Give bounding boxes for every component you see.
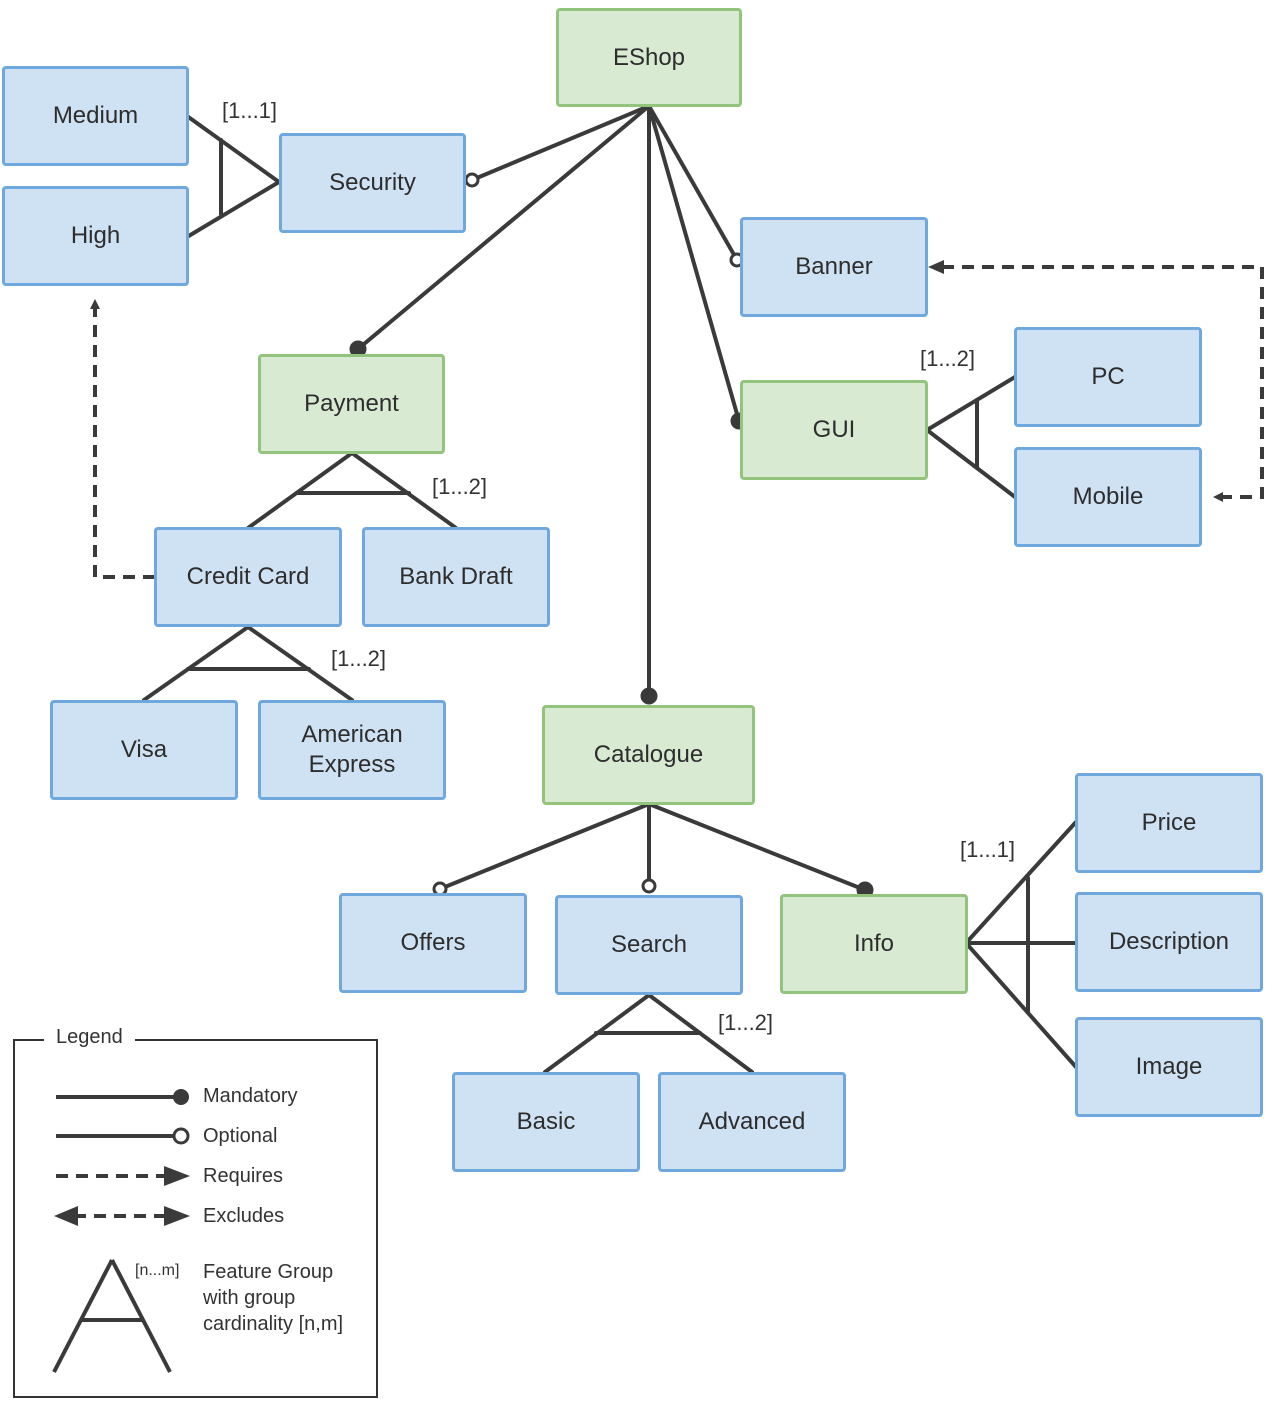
feature-gui: GUI [740, 380, 928, 480]
feature-credit-card: Credit Card [154, 527, 342, 627]
feature-medium: Medium [2, 66, 189, 166]
legend-excludes-arrow [164, 1206, 190, 1226]
edge-catalogue-info [647, 802, 867, 892]
legend-requires-arrow [164, 1166, 190, 1186]
feature-offers: Offers [339, 893, 527, 993]
feature-eshop: EShop [556, 8, 742, 107]
cardinality-payment: [1...2] [432, 474, 488, 499]
edge-eshop-banner [647, 104, 739, 262]
cardinality-info: [1...1] [960, 837, 1016, 862]
optional-dot-search [641, 878, 657, 894]
excludes-banner-mobile [942, 265, 1264, 502]
mandatory-dot-catalogue [640, 687, 658, 705]
feature-basic: Basic [452, 1072, 640, 1172]
feature-visa: Visa [50, 700, 238, 800]
feature-banner: Banner [740, 217, 928, 317]
feature-payment: Payment [258, 354, 445, 454]
legend-box [13, 1039, 378, 1398]
edge-eshop-gui [647, 104, 741, 423]
feature-price: Price [1075, 773, 1263, 873]
cardinality-search: [1...2] [718, 1010, 774, 1035]
legend-group-tag: [n...m] [135, 1262, 180, 1279]
cardinality-credit-card: [1...2] [331, 646, 387, 671]
legend-requires-label: Requires [203, 1165, 284, 1187]
edge-catalogue-offers [438, 802, 651, 891]
feature-bank-draft: Bank Draft [362, 527, 550, 627]
legend-optional-label: Optional [203, 1125, 278, 1147]
feature-advanced: Advanced [658, 1072, 846, 1172]
legend-group-label: Feature Group with group cardinality [n,… [203, 1261, 344, 1335]
feature-search: Search [555, 895, 743, 995]
edge-eshop-payment [356, 104, 651, 351]
legend-excludes-label: Excludes [203, 1205, 285, 1227]
feature-description: Description [1075, 892, 1263, 992]
edge-eshop-security [470, 104, 651, 182]
feature-high: High [2, 186, 189, 286]
optional-dot-security [464, 172, 480, 188]
feature-security: Security [279, 133, 466, 233]
cardinality-security: [1...1] [222, 98, 278, 123]
cardinality-gui: [1...2] [920, 346, 976, 371]
feature-catalogue: Catalogue [542, 705, 755, 805]
feature-mobile: Mobile [1014, 447, 1202, 547]
feature-image: Image [1075, 1017, 1263, 1117]
feature-american-express: American Express [258, 700, 446, 800]
legend-mandatory-dot [173, 1089, 189, 1105]
feature-pc: PC [1014, 327, 1202, 427]
legend-optional-dot [172, 1127, 190, 1145]
feature-info: Info [780, 894, 968, 994]
legend-title: Legend [44, 1026, 135, 1049]
legend-mandatory-label: Mandatory [203, 1085, 298, 1107]
requires-creditcard-high [90, 299, 155, 579]
